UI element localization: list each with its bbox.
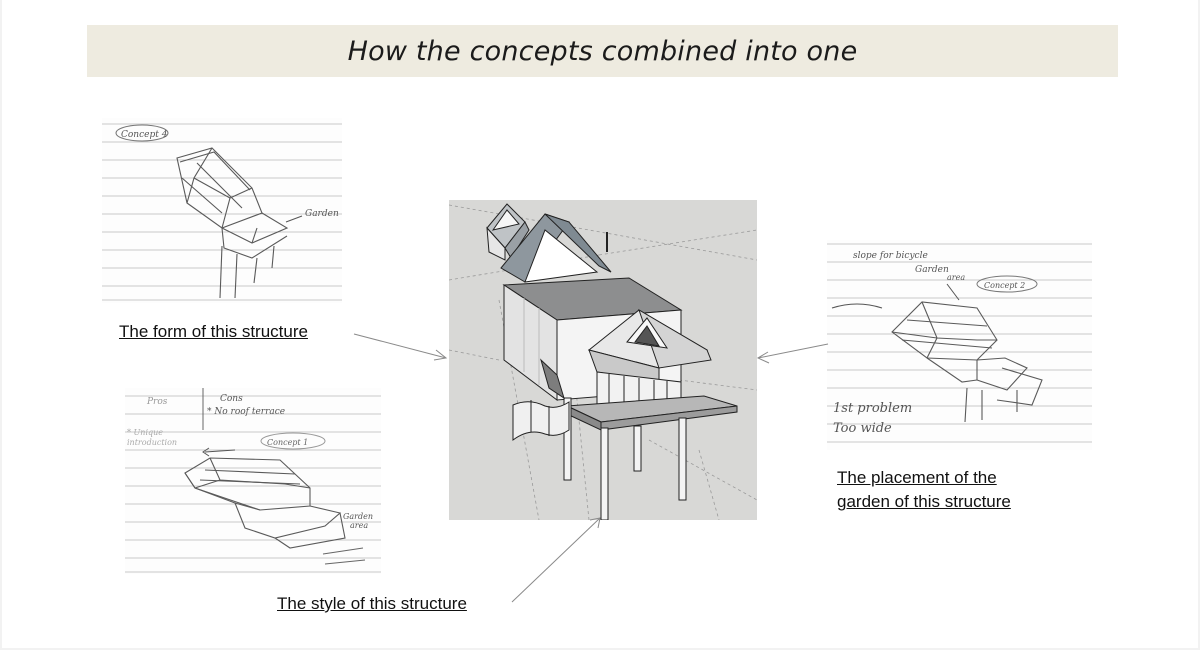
concept1-garden-note-2: area <box>350 521 368 530</box>
arrow-form-head <box>433 349 448 361</box>
concept1-pros-item-2: introduction <box>127 438 177 447</box>
caption-placement: The placement of the garden of this stru… <box>837 466 1011 514</box>
arrow-style-head <box>589 517 601 529</box>
slide-title: How the concepts combined into one <box>347 35 858 67</box>
title-band: How the concepts combined into one <box>87 25 1118 77</box>
arrow-placement-head <box>756 351 770 364</box>
caption-style: The style of this structure <box>277 592 467 616</box>
concept2-tag: Concept 2 <box>984 281 1025 290</box>
arrow-style <box>511 517 601 603</box>
concept4-sketch: Concept 4 Garden <box>102 118 342 303</box>
concept2-problem-1: 1st problem <box>833 401 912 416</box>
arrow-placement <box>757 343 829 359</box>
caption-placement-line-2: garden of this structure <box>837 492 1011 511</box>
concept2-garden-note-1: Garden <box>915 265 949 275</box>
combined-3d-model <box>449 200 757 520</box>
concept1-garden-note-1: Garden <box>343 512 373 521</box>
upper-gable-roof <box>500 213 612 283</box>
concept1-cons-item: * No roof terrace <box>207 407 285 417</box>
caption-form: The form of this structure <box>119 320 308 344</box>
caption-placement-line-1: The placement of the <box>837 468 997 487</box>
arrow-form <box>353 333 447 359</box>
garden-deck <box>565 395 738 431</box>
caption-style-text: The style of this structure <box>277 594 467 613</box>
concept1-tag: Concept 1 <box>267 438 308 447</box>
concept2-top-note: slope for bicycle <box>853 251 928 261</box>
concept1-pros-item-1: * Unique <box>127 428 163 437</box>
ramp-panel <box>512 400 570 441</box>
concept2-problem-2: Too wide <box>833 421 892 436</box>
caption-form-text: The form of this structure <box>119 322 308 341</box>
concept4-tag: Concept 4 <box>121 130 168 140</box>
concept2-sketch: slope for bicycle Garden area Concept 2 … <box>827 240 1092 450</box>
back-gable-block <box>486 203 530 261</box>
stilts <box>563 397 687 520</box>
concept4-garden-note: Garden <box>305 209 339 219</box>
concept2-garden-note-2: area <box>947 273 965 282</box>
concept1-pros: Pros <box>146 397 168 407</box>
concept1-cons: Cons <box>220 394 243 404</box>
concept1-sketch: Pros Cons * No roof terrace * Unique int… <box>125 388 381 574</box>
